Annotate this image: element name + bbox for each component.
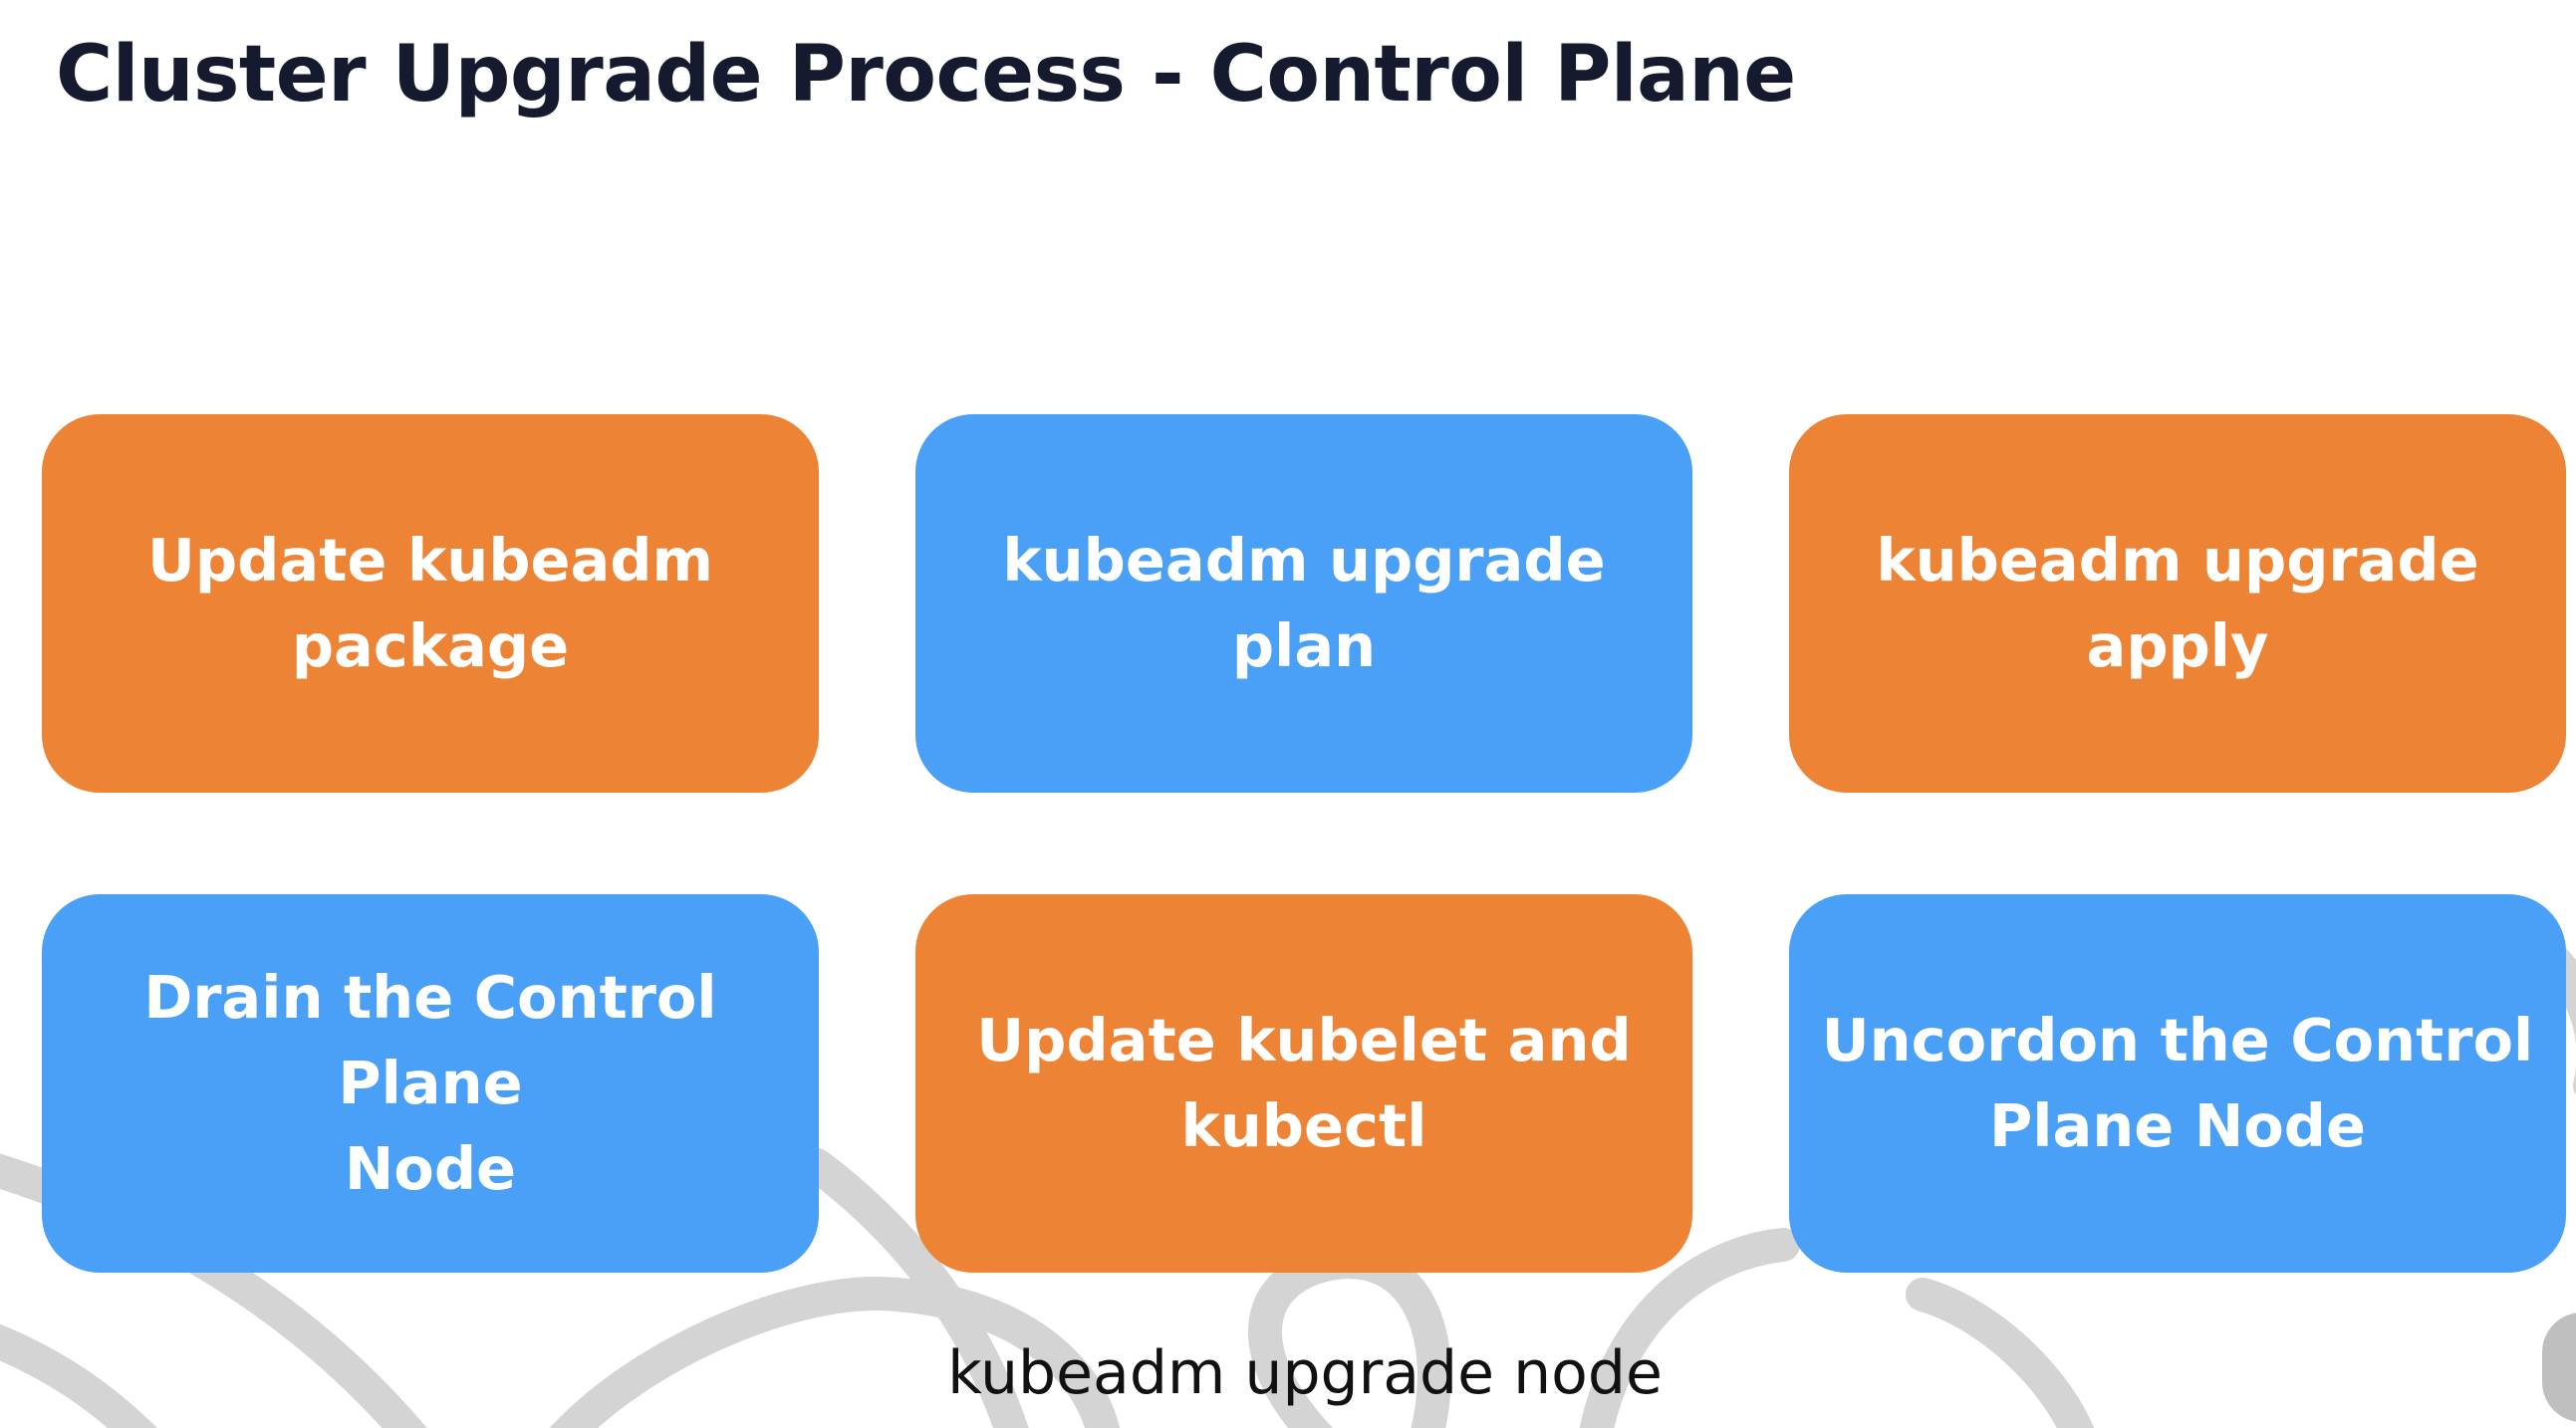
step-drain-control-plane-node: Drain the Control Plane Node — [42, 894, 819, 1273]
step-label: Update kubelet and kubectl — [976, 1006, 1632, 1160]
step-update-kubeadm-package: Update kubeadm package — [42, 414, 819, 793]
step-label: kubeadm upgrade apply — [1876, 526, 2479, 680]
slide-title: Cluster Upgrade Process - Control Plane — [56, 30, 1796, 119]
step-kubeadm-upgrade-apply: kubeadm upgrade apply — [1789, 414, 2566, 793]
corner-navigation-badge — [2542, 1312, 2576, 1422]
step-label: Drain the Control Plane Node — [143, 963, 717, 1203]
step-label: Update kubeadm package — [147, 526, 713, 680]
footer-caption: kubeadm upgrade node — [947, 1338, 1663, 1408]
step-kubeadm-upgrade-plan: kubeadm upgrade plan — [915, 414, 1692, 793]
step-update-kubelet-kubectl: Update kubelet and kubectl — [915, 894, 1692, 1273]
step-uncordon-control-plane-node: Uncordon the Control Plane Node — [1789, 894, 2566, 1273]
step-label: Uncordon the Control Plane Node — [1821, 1006, 2534, 1160]
step-label: kubeadm upgrade plan — [1002, 526, 1606, 680]
